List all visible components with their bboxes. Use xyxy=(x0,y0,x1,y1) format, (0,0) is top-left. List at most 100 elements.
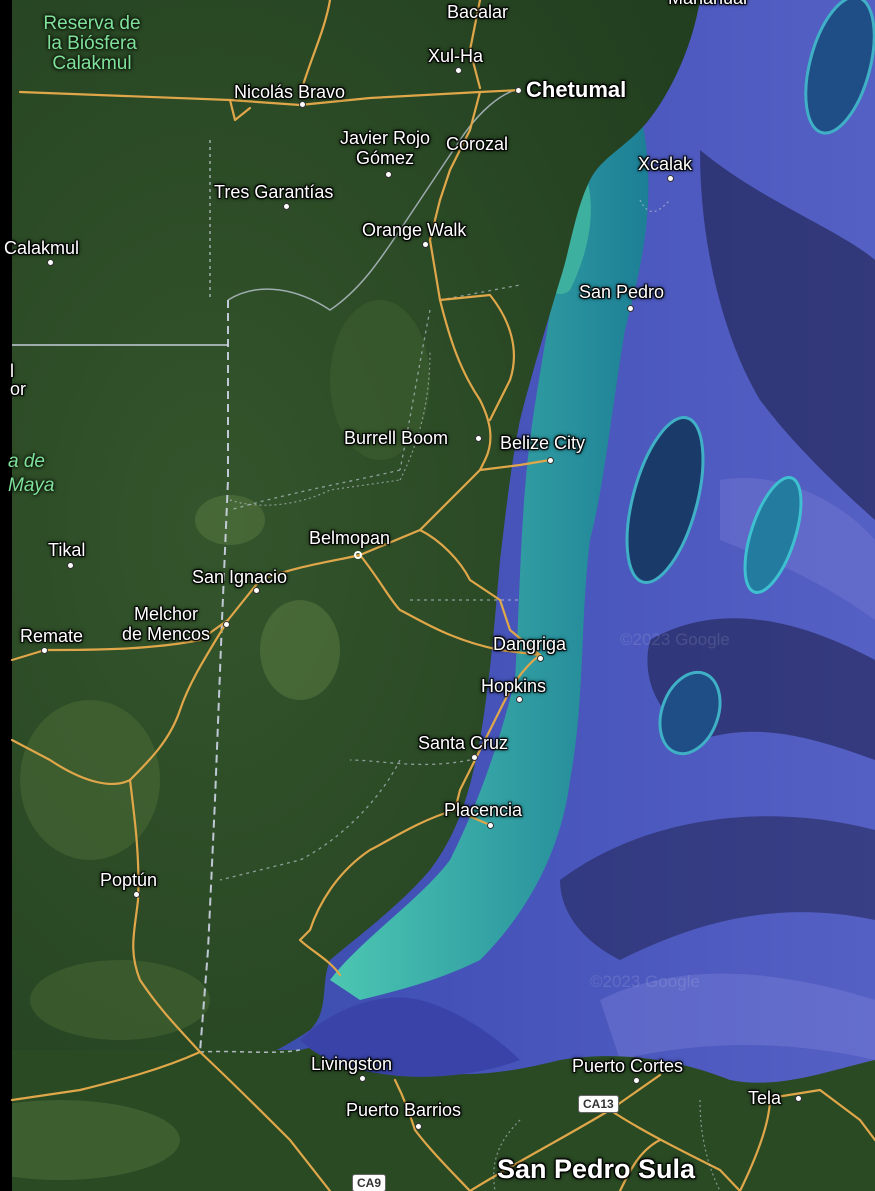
park-label-maya[interactable]: a de Maya xyxy=(8,450,54,498)
capital-marker xyxy=(354,551,362,559)
place-label-tres-garantias[interactable]: Tres Garantías xyxy=(214,182,334,202)
road xyxy=(198,1050,332,1191)
banco-chinchorro xyxy=(804,0,875,135)
place-label-calakmul[interactable]: Calakmul xyxy=(4,238,80,258)
place-label-puerto-cortes[interactable]: Puerto Cortes xyxy=(572,1056,684,1076)
place-label-placencia[interactable]: Placencia xyxy=(444,800,523,820)
road xyxy=(468,0,482,90)
place-marker xyxy=(422,241,429,248)
road xyxy=(228,98,252,122)
place-label-remate[interactable]: Remate xyxy=(20,626,84,646)
place-marker xyxy=(415,1123,422,1130)
place-label-chetumal[interactable]: Chetumal xyxy=(526,77,627,102)
place-label-belmopan[interactable]: Belmopan xyxy=(309,528,391,548)
road xyxy=(393,1078,472,1191)
vegetation-patch xyxy=(195,495,265,545)
cloud-shadow xyxy=(700,150,875,520)
southern-land xyxy=(0,1046,875,1191)
place-label-santa-cruz[interactable]: Santa Cruz xyxy=(418,733,509,753)
place-marker xyxy=(41,647,48,654)
minor-road xyxy=(229,479,401,506)
place-label-corozal[interactable]: Corozal xyxy=(446,134,509,154)
land-mass xyxy=(0,0,700,1060)
place-label-belize-city[interactable]: Belize City xyxy=(500,433,586,453)
place-label-line: Melchor xyxy=(133,604,199,624)
place-label-melchor-de-mencos[interactable]: Melchor de Mencos xyxy=(106,604,226,644)
place-label-xul-ha[interactable]: Xul-Ha xyxy=(428,46,484,66)
place-label-san-ignacio[interactable]: San Ignacio xyxy=(192,567,288,587)
turneffe-reef xyxy=(743,476,803,594)
park-label-line: Calakmul xyxy=(52,53,132,74)
place-marker xyxy=(283,203,290,210)
place-marker xyxy=(47,259,54,266)
vegetation-patch xyxy=(330,300,430,460)
minor-road xyxy=(399,349,431,481)
map-left-edge xyxy=(0,0,12,1191)
highway-shield-ca13: CA13 xyxy=(578,1095,619,1113)
minor-road xyxy=(699,1099,721,1191)
park-label-line: a de xyxy=(8,451,45,472)
place-label-san-pedro-sula[interactable]: San Pedro Sula xyxy=(497,1154,696,1184)
place-label-line: or xyxy=(10,379,27,399)
place-label-puerto-barrios[interactable]: Puerto Barrios xyxy=(346,1100,462,1120)
border-belize-guatemala xyxy=(199,300,229,1053)
place-label-javier-rojo-gomez[interactable]: Javier Rojo Gómez xyxy=(326,128,444,168)
place-label-line: Javier Rojo xyxy=(339,128,431,148)
road xyxy=(298,808,457,977)
road xyxy=(418,528,542,657)
place-label-xcalak[interactable]: Xcalak xyxy=(638,154,693,174)
place-label-poptun[interactable]: Poptún xyxy=(100,870,158,890)
road xyxy=(10,1050,202,1102)
park-label-reserva-calakmul[interactable]: Reserva de la Biósfera Calakmul xyxy=(22,14,162,74)
place-marker xyxy=(515,87,522,94)
map-watermark: ©2023 Google xyxy=(590,972,700,991)
road xyxy=(738,1096,772,1191)
place-marker xyxy=(471,754,478,761)
road xyxy=(358,553,542,657)
road xyxy=(18,88,522,107)
road xyxy=(428,90,482,302)
park-label-line: la Biósfera xyxy=(47,33,137,54)
place-marker xyxy=(516,696,523,703)
glovers-reef xyxy=(658,670,722,756)
road xyxy=(10,618,230,785)
place-label-mahahual[interactable]: Mahahual xyxy=(668,0,747,8)
cloud-highlight xyxy=(600,973,875,1060)
place-marker xyxy=(475,435,482,442)
vegetation-patch xyxy=(30,960,210,1040)
reef-shallows xyxy=(330,90,649,1000)
road xyxy=(478,458,552,472)
place-label-livingston[interactable]: Livingston xyxy=(311,1054,393,1074)
lighthouse-reef xyxy=(625,415,705,585)
place-label-bacalar[interactable]: Bacalar xyxy=(447,2,509,22)
amatique-bay xyxy=(300,997,520,1077)
place-marker xyxy=(487,822,494,829)
place-marker xyxy=(67,562,74,569)
place-label-partial-left[interactable]: l or xyxy=(10,362,26,398)
place-label-dangriga[interactable]: Dangriga xyxy=(493,634,567,654)
park-label-line: Maya xyxy=(8,475,55,496)
place-marker xyxy=(223,621,230,628)
place-label-line: l xyxy=(10,361,14,381)
road xyxy=(608,1108,742,1191)
road-network xyxy=(10,0,875,1191)
road xyxy=(438,298,492,472)
place-label-burrell-boom[interactable]: Burrell Boom xyxy=(344,428,449,448)
place-label-san-pedro[interactable]: San Pedro xyxy=(579,282,665,302)
place-marker xyxy=(667,175,674,182)
place-marker xyxy=(547,457,554,464)
place-marker xyxy=(795,1095,802,1102)
place-label-tela[interactable]: Tela xyxy=(748,1088,782,1108)
place-label-tikal[interactable]: Tikal xyxy=(48,540,86,560)
place-marker xyxy=(627,305,634,312)
place-marker xyxy=(253,587,260,594)
place-marker xyxy=(299,101,306,108)
place-label-orange-walk[interactable]: Orange Walk xyxy=(362,220,467,240)
place-label-hopkins[interactable]: Hopkins xyxy=(481,676,547,696)
road xyxy=(438,293,515,422)
place-marker xyxy=(359,1075,366,1082)
place-label-nicolas-bravo[interactable]: Nicolás Bravo xyxy=(234,82,346,102)
vegetation-patch xyxy=(0,1100,180,1180)
